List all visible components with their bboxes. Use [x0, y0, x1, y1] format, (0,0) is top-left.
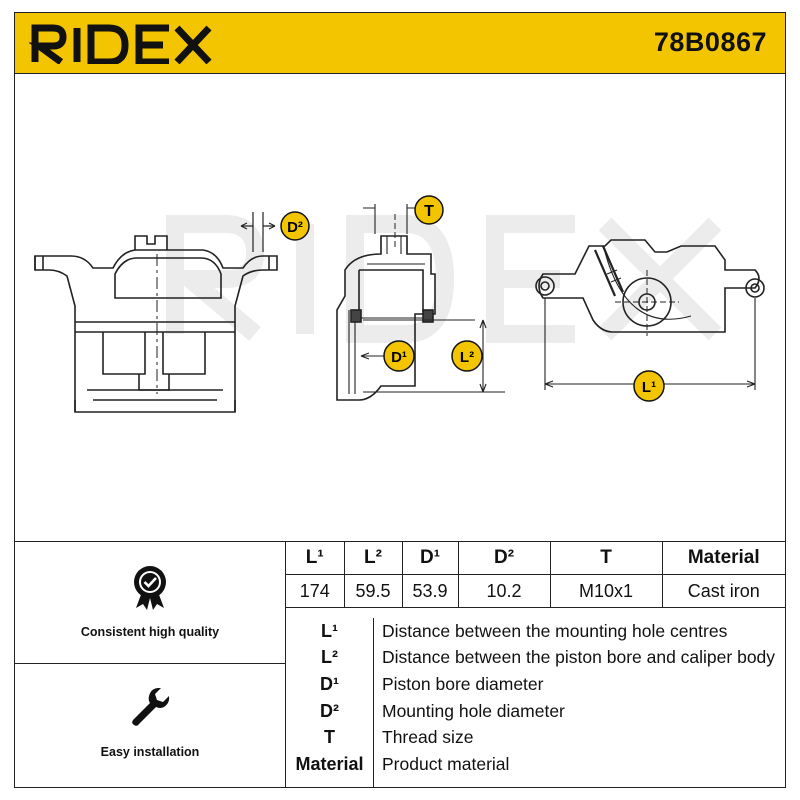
legend-desc: Piston bore diameter: [382, 674, 544, 694]
callout-l2-label: L²: [460, 349, 474, 366]
specs-header-row: L¹ L² D¹ D² T Material: [286, 542, 785, 575]
page-frame: [14, 12, 786, 788]
feature-quality-label: Consistent high quality: [80, 625, 220, 639]
specs-header-d2: D²: [457, 542, 551, 575]
specs-header-d1: D¹: [401, 542, 459, 575]
callout-t: T: [414, 195, 444, 225]
caliper-front-view: [34, 212, 278, 413]
callout-t-label: T: [424, 203, 434, 220]
legend-row-l2: L² Distance between the piston bore and …: [286, 644, 785, 670]
specs-header-t: T: [549, 542, 663, 575]
legend-desc: Thread size: [382, 727, 474, 747]
brand-watermark: [165, 215, 722, 343]
callout-d2-label: D²: [287, 219, 303, 236]
part-number: 78B0867: [653, 27, 767, 57]
specs-value-d2: 10.2: [457, 574, 551, 608]
callout-l2: L²: [451, 340, 483, 372]
legend-desc: Mounting hole diameter: [382, 701, 565, 721]
wrench-icon: [132, 688, 170, 726]
brand-logo: [29, 24, 212, 64]
caliper-drawing: D² T D¹ L² L¹: [34, 195, 765, 413]
feature-quality: Consistent high quality: [15, 564, 285, 639]
legend-separator: [373, 618, 374, 787]
specs-header-l1: L¹: [286, 542, 345, 575]
legend-key: Material: [295, 754, 364, 774]
legend-desc: Distance between the piston bore and cal…: [382, 647, 776, 667]
legend-row-material: Material Product material: [286, 751, 785, 777]
callout-l1: L¹: [633, 370, 665, 402]
specs-value-material: Cast iron: [661, 574, 785, 608]
quality-badge-icon: [134, 566, 166, 610]
specs-table: L¹ L² D¹ D² T Material 174 59.5 53.9 10.…: [286, 542, 785, 608]
specs-header-material: Material: [661, 542, 785, 575]
legend-key: D¹: [320, 674, 339, 694]
callout-l1-label: L¹: [642, 379, 656, 396]
legend-row-d1: D¹ Piston bore diameter: [286, 671, 785, 697]
legend-row-d2: D² Mounting hole diameter: [286, 698, 785, 724]
legend-row-l1: L¹ Distance between the mounting hole ce…: [286, 618, 785, 644]
specs-value-t: M10x1: [549, 574, 663, 608]
header-bar: 78B0867: [15, 13, 785, 74]
feature-installation-label: Easy installation: [100, 745, 200, 759]
legend-desc: Distance between the mounting hole centr…: [382, 621, 728, 641]
legend-key: T: [324, 727, 335, 747]
callout-d1: D¹: [383, 340, 415, 372]
legend-desc: Product material: [382, 754, 510, 774]
legend-key: D²: [320, 701, 339, 721]
legend-key: L¹: [321, 621, 338, 641]
specs-value-l2: 59.5: [343, 574, 403, 608]
feature-installation: Easy installation: [15, 686, 285, 759]
specs-header-l2: L²: [343, 542, 403, 575]
legend-row-t: T Thread size: [286, 724, 785, 750]
features-panel: Consistent high quality Easy installatio…: [15, 542, 285, 787]
legend: L¹ Distance between the mounting hole ce…: [286, 618, 785, 788]
specs-value-d1: 53.9: [401, 574, 459, 608]
specs-value-row: 174 59.5 53.9 10.2 M10x1 Cast iron: [286, 574, 785, 608]
caliper-top-view: [535, 239, 765, 390]
features-separator: [285, 542, 286, 787]
feature-divider: [15, 663, 285, 664]
legend-key: L²: [321, 647, 338, 667]
caliper-section-view: [336, 204, 505, 401]
specs-value-l1: 174: [286, 574, 345, 608]
section-divider: [15, 541, 785, 542]
callout-d2: D²: [280, 211, 310, 241]
callout-d1-label: D¹: [391, 349, 407, 366]
